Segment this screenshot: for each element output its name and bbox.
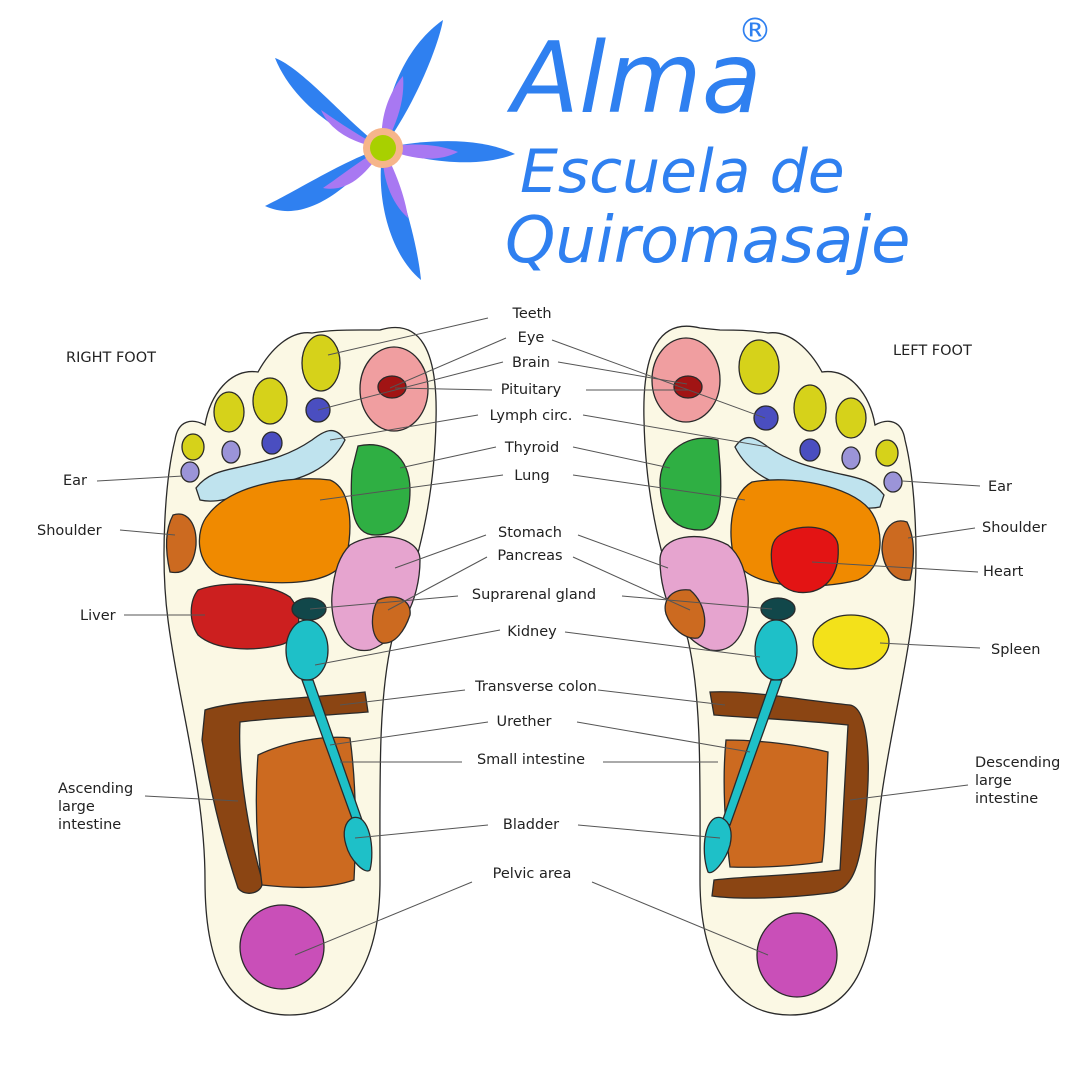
label-pancreas: Pancreas	[497, 548, 562, 564]
label-heart: Heart	[983, 564, 1024, 580]
brand-name: Alma	[506, 22, 762, 136]
label-ascending-3: intestine	[58, 817, 121, 833]
label-descending-2: large	[975, 773, 1012, 789]
left-foot-heading: LEFT FOOT	[893, 343, 972, 359]
label-ascending-2: large	[58, 799, 95, 815]
label-suprarenal: Suprarenal gland	[472, 587, 596, 603]
registered-mark: ®	[738, 11, 772, 51]
label-lung: Lung	[514, 468, 549, 484]
label-brain: Brain	[512, 355, 550, 371]
label-bladder: Bladder	[503, 817, 559, 833]
flower-logo-icon	[265, 20, 515, 280]
label-teeth: Teeth	[511, 306, 551, 322]
leader-lines	[96, 317, 981, 956]
label-pituitary: Pituitary	[501, 382, 562, 398]
label-pelvic: Pelvic area	[493, 866, 572, 882]
label-kidney: Kidney	[507, 624, 557, 640]
label-liver: Liver	[80, 608, 116, 624]
label-left-shoulder: Shoulder	[982, 520, 1047, 536]
right-foot-heading: RIGHT FOOT	[66, 350, 156, 366]
left-foot	[643, 325, 917, 1016]
label-left-ear: Ear	[988, 479, 1012, 495]
label-transverse-colon: Transverse colon	[474, 679, 597, 695]
label-stomach: Stomach	[498, 525, 562, 541]
label-spleen: Spleen	[991, 642, 1040, 658]
label-descending-1: Descending	[975, 755, 1060, 771]
label-eye: Eye	[518, 330, 545, 346]
brand-line1: Escuela de	[520, 137, 845, 207]
label-urether: Urether	[497, 714, 552, 730]
label-small-intestine: Small intestine	[477, 752, 585, 768]
label-lymph: Lymph circ.	[490, 408, 573, 424]
label-descending-3: intestine	[975, 791, 1038, 807]
right-foot	[163, 326, 437, 1016]
brand-line2: Quiromasaje	[505, 204, 910, 278]
label-right-ear: Ear	[63, 473, 87, 489]
label-right-shoulder: Shoulder	[37, 523, 102, 539]
label-thyroid: Thyroid	[504, 440, 559, 456]
label-ascending-1: Ascending	[58, 781, 133, 797]
